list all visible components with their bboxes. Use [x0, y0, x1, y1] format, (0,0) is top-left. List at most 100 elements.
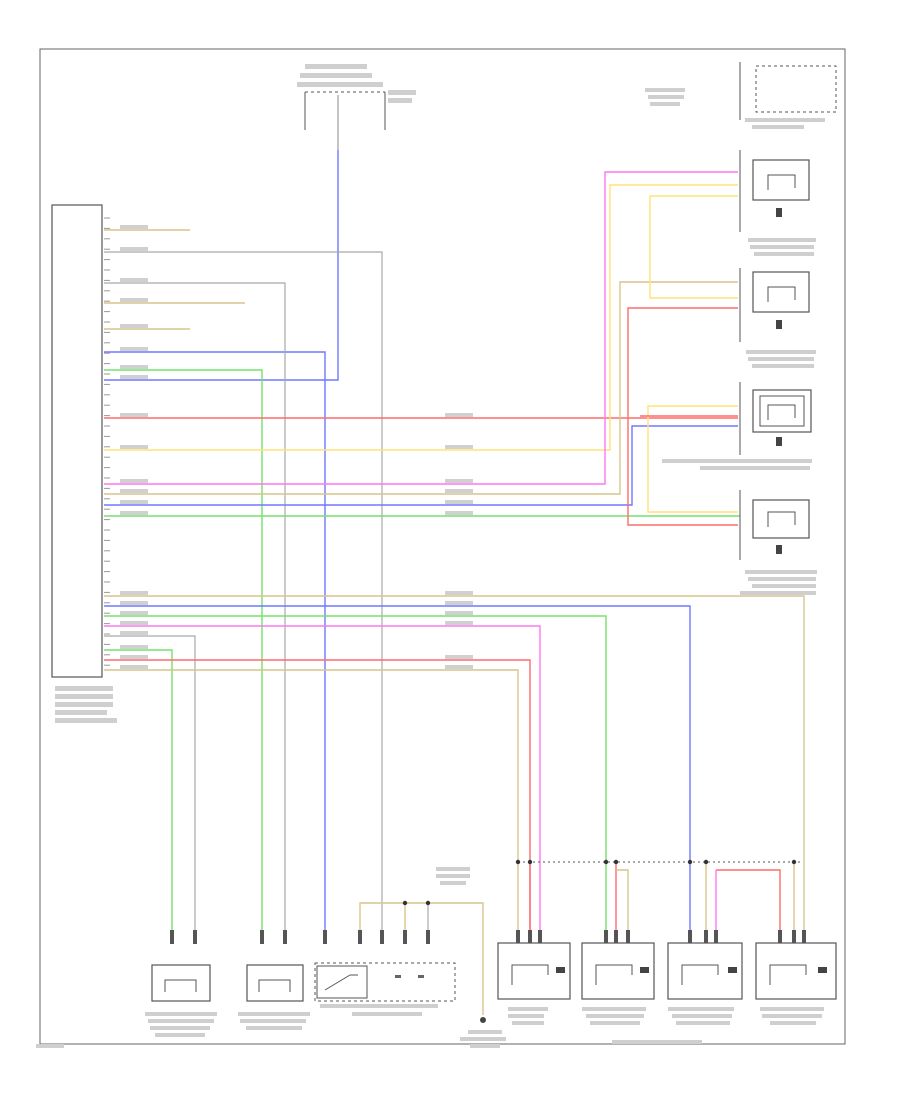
wire-label	[120, 500, 148, 504]
connector-pin	[193, 930, 197, 944]
sensor-face-icon	[776, 437, 782, 446]
right-front-sensor-body	[752, 271, 810, 313]
connector-stubs	[170, 930, 806, 944]
connector-pin	[778, 930, 782, 944]
wire-switch-ground	[359, 902, 484, 1015]
parking-aid-control-module	[51, 204, 117, 723]
connector-pin	[614, 930, 618, 944]
splice-point	[703, 859, 709, 865]
connector-pin	[260, 930, 264, 944]
left-front-sensor-body	[752, 159, 810, 201]
wire-tan-main	[104, 281, 738, 495]
connector-pin	[528, 930, 532, 944]
control-module-body	[51, 204, 103, 678]
sensor-face-icon	[818, 967, 827, 973]
wire-label	[445, 511, 473, 515]
wire-label	[120, 655, 148, 659]
wire-blue-main	[104, 425, 738, 506]
connector-pin	[704, 930, 708, 944]
connector-pin	[403, 930, 407, 944]
module-pins	[104, 217, 110, 666]
bottom-left-sensor-1	[145, 964, 217, 1037]
wire-label	[445, 489, 473, 493]
sensor-face-icon	[776, 208, 782, 217]
right-front-sensor	[739, 268, 816, 368]
sensor-face-icon	[728, 967, 737, 973]
sensor-face-icon	[776, 545, 782, 554]
wire-label	[120, 645, 148, 649]
wire-label	[120, 445, 148, 449]
parking-aid-switch	[314, 962, 456, 1016]
left-front-sensor	[739, 150, 816, 256]
ground-point	[436, 867, 506, 1048]
rear-sensor-right	[755, 942, 837, 1025]
right-front-center-sensor-body	[752, 499, 810, 539]
wire-fuse-feed	[104, 150, 339, 381]
rear-sensor-right-center	[667, 942, 743, 1025]
wire-gray-3	[104, 635, 196, 940]
wire-red-rear	[104, 659, 531, 940]
wire-label	[120, 665, 148, 669]
wire-label	[120, 365, 148, 369]
wire-green-rear	[104, 615, 607, 940]
wire-yellow-rf	[649, 195, 738, 299]
connector-pin	[283, 930, 287, 944]
wire-label	[445, 611, 473, 615]
wire-label	[120, 479, 148, 483]
splice-point	[687, 859, 693, 865]
wire-label	[445, 655, 473, 659]
wire-green-1	[104, 369, 263, 940]
wire-label	[120, 611, 148, 615]
connector-pin	[714, 930, 718, 944]
wire-label	[120, 375, 148, 379]
wire-labels	[120, 225, 473, 669]
bottom-left-sensor-2	[238, 964, 310, 1030]
right-front-center-sensor	[739, 490, 817, 595]
sensor-face-icon	[640, 967, 649, 973]
wire-label	[120, 511, 148, 515]
wire-pink-main	[104, 171, 738, 485]
bottom-left-sensor-1-body	[151, 964, 211, 1002]
connector-pin	[802, 930, 806, 944]
splice-point	[515, 859, 521, 865]
wire-blue-rear	[104, 605, 691, 940]
corner-caption-bar	[36, 1044, 64, 1048]
wire-yellow-lfc	[647, 405, 738, 513]
wire-yellow-main	[104, 184, 738, 451]
connector-pin	[516, 930, 520, 944]
rear-sensor-left-center	[581, 942, 655, 1025]
splice-point	[402, 900, 408, 906]
connector-pin	[426, 930, 430, 944]
wire-label	[120, 225, 148, 229]
splice-point	[603, 859, 609, 865]
instrument-cluster	[645, 62, 837, 129]
wire-tan-rear	[104, 595, 805, 940]
instrument-cluster-box	[755, 65, 837, 113]
wire-rear-drop-5	[716, 869, 781, 940]
connector-pin	[170, 930, 174, 944]
diagram-frame	[39, 48, 846, 1045]
left-front-center-sensor	[662, 382, 812, 470]
wire-label	[120, 298, 148, 302]
connector-pin	[358, 930, 362, 944]
wire-label	[445, 445, 473, 449]
wire-label	[120, 247, 148, 251]
sensor-face-icon	[556, 967, 565, 973]
wire-label	[120, 621, 148, 625]
bottom-left-sensor-2-body	[246, 964, 304, 1002]
wire-blue-switch	[104, 351, 326, 940]
parking-aid-switch-box	[314, 962, 456, 1002]
left-front-center-sensor-body	[752, 389, 812, 433]
wire-label	[445, 479, 473, 483]
sensor-face-icon	[776, 320, 782, 329]
fuse-box	[297, 64, 416, 150]
splice-point	[791, 859, 797, 865]
wire-label	[120, 489, 148, 493]
splice-point	[613, 859, 619, 865]
wire-label	[445, 413, 473, 417]
connector-pin	[380, 930, 384, 944]
wire-label	[445, 665, 473, 669]
wire-rear-drop-3	[616, 869, 629, 940]
wire-red-rfc	[627, 307, 738, 526]
